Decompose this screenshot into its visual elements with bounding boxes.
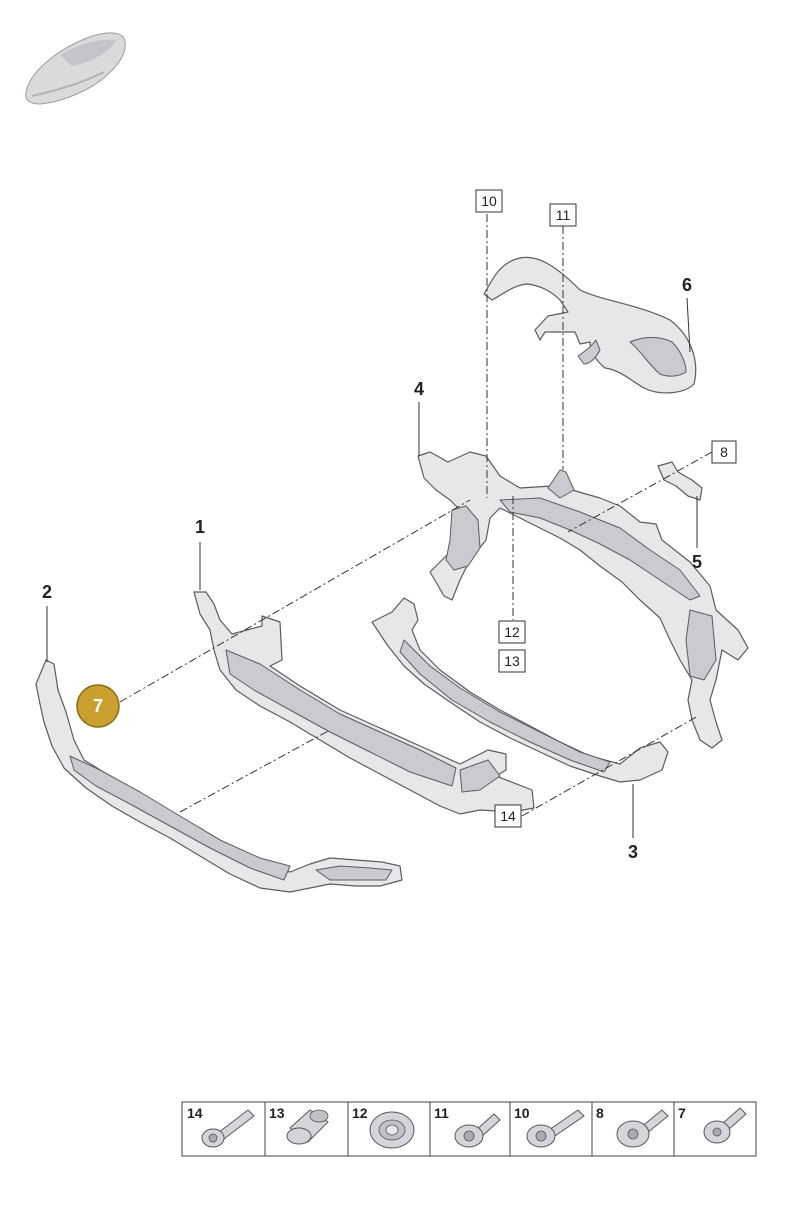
callout-3: 3	[628, 842, 638, 862]
boxed-8: 8	[720, 444, 728, 460]
leader-lines	[46, 297, 698, 838]
box-12	[498, 620, 526, 644]
small-screw-icon	[703, 1107, 747, 1144]
boxed-14: 14	[500, 808, 516, 824]
fastener-label-10: 10	[514, 1105, 530, 1121]
boxed-11: 11	[556, 207, 571, 223]
callout-labels: 1 2 3 4 5 6	[42, 275, 702, 862]
fastener-table: 14 13 12 11 10 8 7	[181, 1101, 757, 1157]
fastener-label-7: 7	[678, 1105, 686, 1121]
boxed-10: 10	[481, 193, 497, 209]
callout-1: 1	[195, 517, 205, 537]
spacer-sleeve-icon	[286, 1109, 329, 1145]
box-13	[498, 649, 526, 673]
grommet-icon	[369, 1111, 415, 1149]
bolt-long-icon	[201, 1109, 255, 1148]
part-3-lower-beam	[371, 597, 669, 783]
fastener-label-12: 12	[352, 1105, 368, 1121]
callout-4: 4	[414, 379, 424, 399]
car-silhouette-icon	[25, 32, 126, 105]
part-4-lock-carrier	[417, 451, 749, 749]
fastener-label-13: 13	[269, 1105, 285, 1121]
boxed-13: 13	[504, 653, 520, 669]
flange-screw-icon	[616, 1109, 669, 1148]
fastener-label-11: 11	[434, 1105, 449, 1121]
assembly-lines	[119, 214, 713, 817]
callout-7-highlight[interactable]: 7	[76, 684, 120, 728]
leader-6	[686, 297, 691, 353]
callout-6: 6	[682, 275, 692, 295]
box-14	[494, 804, 522, 828]
box-10	[475, 189, 503, 213]
callout-5: 5	[692, 552, 702, 572]
box-8	[711, 440, 737, 464]
part-5-bracket	[657, 461, 703, 501]
part-6-upper-cover	[483, 256, 697, 394]
callout-2: 2	[42, 582, 52, 602]
boxed-labels: 10 11 8 12 13 14	[475, 189, 737, 828]
fastener-label-8: 8	[596, 1105, 604, 1121]
bolt-washer-icon	[526, 1109, 585, 1148]
highlight-circle[interactable]	[76, 684, 120, 728]
fastener-label-14: 14	[187, 1105, 203, 1121]
bolt-washer-short-icon	[454, 1113, 501, 1148]
callout-7: 7	[93, 696, 103, 716]
box-11	[549, 203, 577, 227]
boxed-12: 12	[504, 624, 520, 640]
part-2-air-guide	[35, 659, 403, 893]
part-1-crash-beam	[193, 591, 535, 815]
